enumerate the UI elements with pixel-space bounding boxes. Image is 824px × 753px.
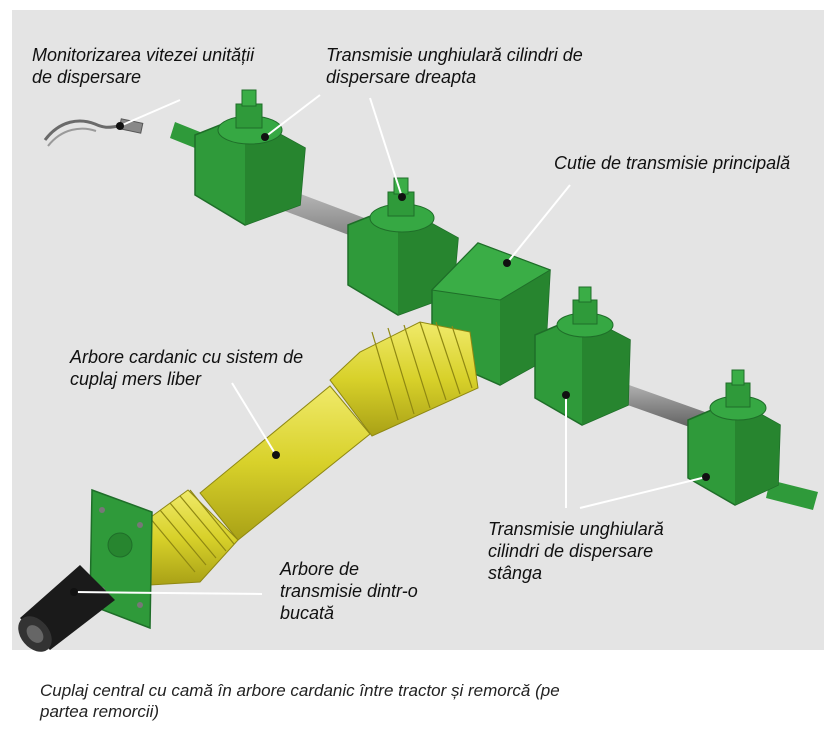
label-speed-monitor: Monitorizarea vitezei unității de disper… — [32, 45, 255, 87]
callout-dot-cardan — [272, 451, 280, 459]
angle-gearbox-left-2 — [687, 369, 781, 506]
callout-line-shaft — [73, 591, 263, 595]
one-piece-drive-shaft — [18, 565, 115, 652]
shaft-left-segment — [608, 380, 705, 430]
callout-dot-shaft — [70, 588, 78, 596]
callout-dot-angle-right-2 — [398, 193, 406, 201]
label-cardan-shaft: Arbore cardanic cu sistem de cuplaj mers… — [70, 347, 304, 389]
callout-dot-main — [503, 259, 511, 267]
callout-dot-angle-right-1 — [261, 133, 269, 141]
shaft-stub-right — [766, 480, 818, 510]
callout-line-angle-right-b — [369, 97, 403, 198]
cardan-shaft — [139, 321, 479, 586]
callout-line-angle-right-a — [264, 94, 321, 138]
callout-dot-angle-left-1 — [562, 391, 570, 399]
callout-line-main — [506, 184, 571, 264]
callout-dot-angle-left-2 — [702, 473, 710, 481]
angle-gearbox-left-1 — [534, 286, 631, 426]
speed-sensor-cable — [43, 118, 144, 147]
callout-line-cardan — [231, 382, 277, 456]
figure-caption: Cuplaj central cu camă în arbore cardani… — [40, 681, 560, 721]
label-main-gearbox: Cutie de transmisie principală — [554, 153, 791, 173]
shaft-stub-left — [170, 122, 200, 148]
label-angle-gearbox-right: Transmisie unghiulară cilindri de disper… — [326, 45, 583, 87]
angle-gearbox-right-2 — [347, 177, 459, 316]
label-angle-gearbox-left: Transmisie unghiulară cilindri de disper… — [488, 519, 664, 583]
label-one-piece-shaft: Arbore de transmisie dintr-o bucată — [280, 559, 418, 623]
callout-line-angle-left-b — [579, 476, 707, 509]
callout-dot-speed — [116, 122, 124, 130]
callout-line-speed — [119, 99, 181, 127]
angle-gearbox-right-1 — [194, 89, 306, 226]
